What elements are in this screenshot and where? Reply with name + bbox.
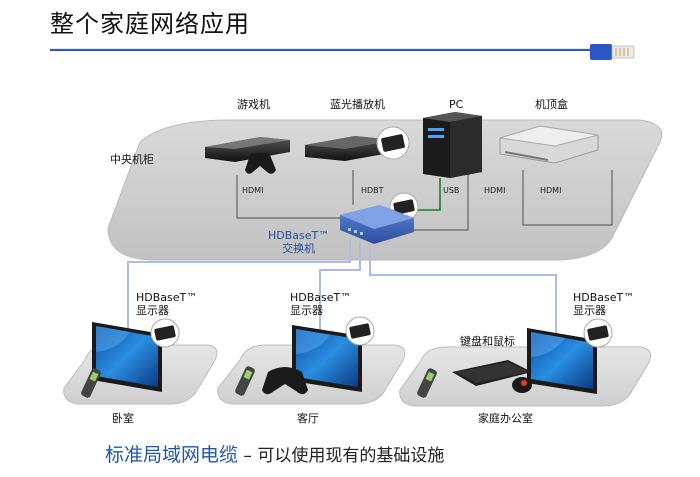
- pc-tower-icon: [423, 112, 482, 178]
- port-label-hdmi: HDMI: [484, 186, 506, 195]
- device-label-bluray: 蓝光播放机: [330, 98, 385, 111]
- switch-label: HDBaseT™ 交换机: [268, 229, 329, 255]
- port-label-hdmi: HDMI: [540, 186, 562, 195]
- tv-display-icon: [292, 325, 362, 392]
- page-title: 整个家庭网络应用: [50, 10, 250, 38]
- hdbt-chip-icon: [345, 316, 375, 346]
- room-label-bedroom: 卧室: [112, 412, 134, 425]
- device-label-set-top-box: 机顶盒: [535, 98, 568, 111]
- port-label-hdmi: HDMI: [242, 186, 264, 195]
- keyboard-icon: [452, 360, 532, 386]
- cabinet-wiring: [236, 170, 613, 231]
- set-top-box-icon: [499, 125, 599, 164]
- remote-control-icon: [417, 368, 437, 398]
- keyboard-mouse-label: 键盘和鼠标: [460, 335, 515, 348]
- gamepad-icon: [262, 367, 308, 395]
- remote-control-icon: [235, 366, 255, 396]
- hdbt-chip-icon: [376, 126, 410, 160]
- hdbt-chip-icon: [583, 318, 613, 348]
- hdbt-chip-icon: [150, 318, 180, 348]
- usb-cable: [412, 178, 441, 211]
- room-label-living-room: 客厅: [297, 412, 319, 425]
- display-label-line2: 显示器: [573, 304, 606, 317]
- display-label-line1: HDBaseT™: [290, 291, 352, 304]
- device-label-game-console: 游戏机: [237, 98, 270, 111]
- hdbaset-switch-icon: [340, 205, 414, 244]
- tv-display-icon: [92, 322, 162, 392]
- lan-cables: [127, 240, 557, 340]
- tv-display-icon: [527, 328, 597, 394]
- port-label-hdbt: HDBT: [361, 186, 384, 195]
- bottom-caption: 标准局域网电缆 – 可以使用现有的基础设施: [105, 440, 444, 467]
- mouse-icon: [512, 377, 532, 393]
- ethernet-cable-icon: [50, 44, 635, 60]
- display-label-line2: 显示器: [290, 304, 323, 317]
- central-cabinet-label: 中央机柜: [110, 153, 154, 166]
- display-label-line1: HDBaseT™: [573, 291, 635, 304]
- room-label-home-office: 家庭办公室: [478, 412, 533, 425]
- game-console-icon: [205, 137, 290, 174]
- bottom-caption-emphasis: 标准局域网电缆: [105, 444, 239, 466]
- display-label-line2: 显示器: [136, 304, 169, 317]
- port-label-usb: USB: [443, 186, 460, 195]
- display-label-line1: HDBaseT™: [136, 291, 198, 304]
- bluray-player-icon: [305, 136, 395, 161]
- remote-control-icon: [81, 368, 101, 398]
- device-label-pc: PC: [449, 98, 464, 111]
- bottom-caption-rest: – 可以使用现有的基础设施: [238, 446, 445, 466]
- display-label: HDBaseT™ 显示器: [136, 291, 197, 317]
- switch-label-line2: 交换机: [282, 242, 316, 255]
- display-label: HDBaseT™ 显示器: [573, 291, 634, 317]
- switch-label-line1: HDBaseT™: [268, 229, 330, 242]
- display-label: HDBaseT™ 显示器: [290, 291, 351, 317]
- office-floor: [399, 346, 652, 407]
